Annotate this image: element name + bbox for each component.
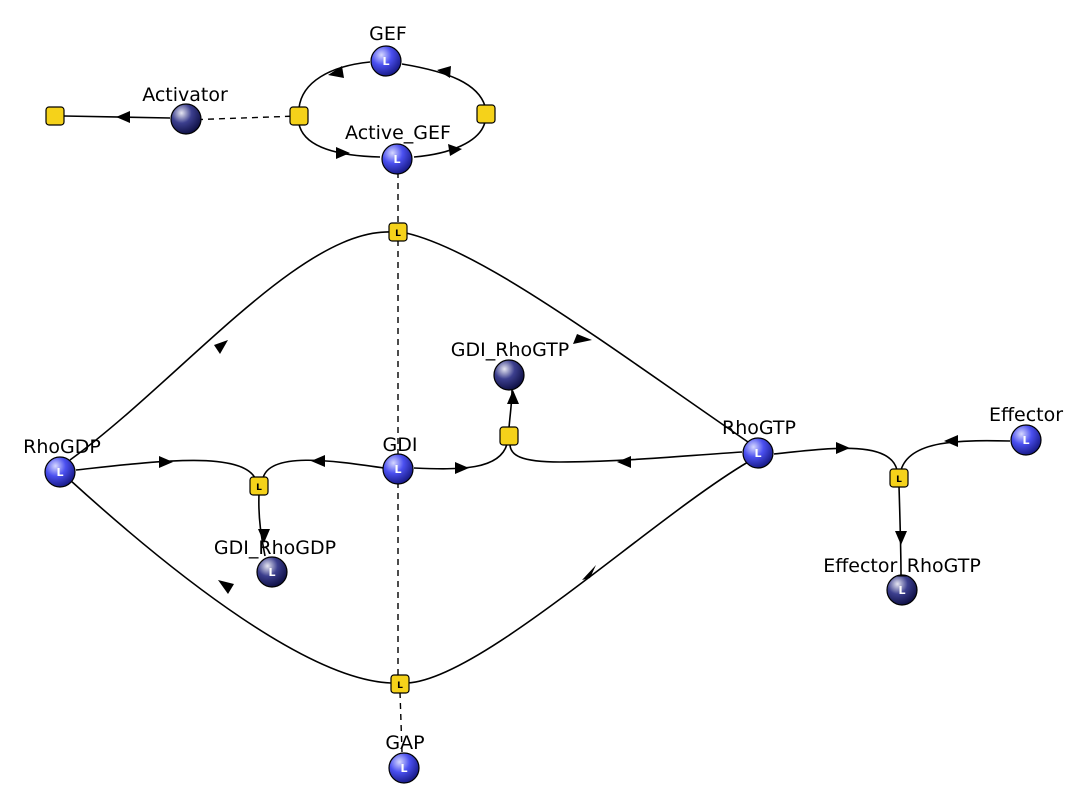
species-label: GAP (385, 732, 424, 754)
gdi-gtp-gdi-edge (413, 443, 508, 470)
rho-inactivation-out-edge (69, 479, 392, 684)
degradation-reaction-node[interactable] (45, 106, 65, 126)
species-label: Active_GEF (345, 122, 451, 144)
arrowhead (617, 456, 631, 468)
gdi-binding-gtp-reaction-node[interactable] (499, 426, 519, 446)
arrowhead (258, 529, 270, 543)
species-badge: L (400, 762, 407, 775)
rho-inactivation-in-edge (406, 461, 749, 684)
arrowhead (507, 390, 519, 404)
gef-activation-reaction-node[interactable] (289, 106, 309, 126)
species-label: Effector_RhoGTP (823, 555, 981, 577)
species-label: GDI_RhoGDP (214, 537, 336, 559)
reaction-badge: L (896, 475, 902, 485)
species-label: Effector (989, 404, 1063, 426)
arrowhead (448, 144, 462, 156)
species-label: GDI_RhoGTP (451, 339, 569, 361)
effector-binding-rho-edge (773, 447, 898, 471)
species-gdi[interactable]: L GDI (382, 434, 418, 485)
arrowhead (311, 455, 325, 467)
species-badge: L (754, 447, 761, 460)
arrowhead (455, 462, 469, 474)
arrowhead (836, 442, 850, 454)
species-badge: L (56, 466, 63, 479)
arrowhead (582, 565, 596, 580)
species-badge: L (394, 463, 401, 476)
gef-activation-top-edge (298, 61, 371, 109)
species-effector[interactable]: L Effector (989, 404, 1063, 456)
species-effector-rho-gtp[interactable]: L Effector_RhoGTP (823, 555, 981, 606)
species-badge: L (898, 584, 905, 597)
rho-inactivation-reaction-node[interactable]: L (390, 674, 410, 694)
species-label: Activator (142, 84, 228, 106)
rho-activation-in-edge (69, 231, 391, 461)
species-activator[interactable]: Activator (142, 84, 228, 135)
species-active-gef[interactable]: L Active_GEF (345, 122, 451, 175)
gdi-binding-gdp-reaction-node[interactable]: L (249, 476, 269, 496)
gef-deactivation-bottom-edge (413, 121, 486, 158)
arrowhead (336, 147, 350, 159)
species-label: GDI (383, 434, 418, 456)
species-badge: L (1022, 434, 1029, 447)
gef-deactivation-top-edge (401, 63, 486, 107)
arrowhead (218, 580, 234, 594)
activator-modifier-link (185, 115, 299, 121)
reaction-badge: L (256, 483, 262, 493)
effector-binding-reaction-node[interactable]: L (889, 468, 909, 488)
reaction-badge: L (397, 681, 403, 691)
arrowhead (944, 435, 958, 447)
species-label: RhoGDP (23, 436, 101, 458)
species-gap[interactable]: L GAP (385, 732, 425, 784)
species-gef[interactable]: L GEF (369, 23, 407, 77)
arrowhead (159, 456, 173, 468)
effector-binding-effector-edge (900, 439, 1011, 471)
arrowhead (573, 334, 592, 344)
gdi-gdp-product-edge (258, 493, 266, 557)
gdi-gdp-rho-edge (75, 459, 256, 479)
reaction-badge: L (395, 229, 401, 239)
species-badge: L (393, 153, 400, 166)
arrowhead (214, 340, 228, 354)
arrowhead (437, 66, 451, 78)
gef-activation-bottom-edge (298, 123, 381, 158)
gef-deactivation-reaction-node[interactable] (476, 104, 496, 124)
species-badge: L (268, 566, 275, 579)
arrowhead (116, 111, 130, 123)
rho-activation-out-edge (405, 232, 749, 443)
species-label: RhoGTP (722, 417, 796, 439)
gdi-gdp-gdi-edge (262, 459, 385, 479)
gdi-gtp-rho-edge (509, 443, 743, 463)
species-rho-gdp[interactable]: L RhoGDP (23, 436, 101, 488)
species-gdi-rho-gtp[interactable]: GDI_RhoGTP (451, 339, 569, 391)
species-gdi-rho-gdp[interactable]: L GDI_RhoGDP (214, 537, 336, 588)
arrowhead (328, 66, 344, 78)
species-badge: L (382, 55, 389, 68)
species-rho-gtp[interactable]: L RhoGTP (722, 417, 796, 469)
species-label: GEF (369, 23, 407, 45)
arrowhead (895, 531, 907, 545)
rho-activation-reaction-node[interactable]: L (388, 222, 408, 242)
